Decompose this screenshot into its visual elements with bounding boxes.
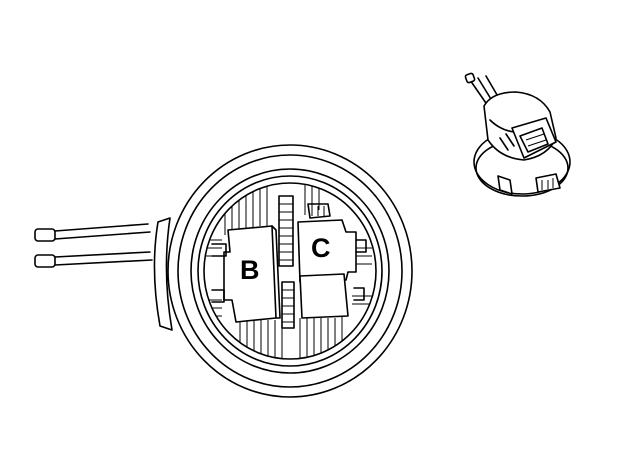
terminal-b: B (211, 225, 281, 323)
terminal-c: C (297, 203, 367, 319)
terminal-b-label: B (240, 255, 260, 285)
center-divider (278, 195, 295, 329)
terminal-c-label: C (311, 233, 331, 263)
wire-leads (34, 223, 153, 268)
bulb-socket-detail (464, 72, 571, 197)
